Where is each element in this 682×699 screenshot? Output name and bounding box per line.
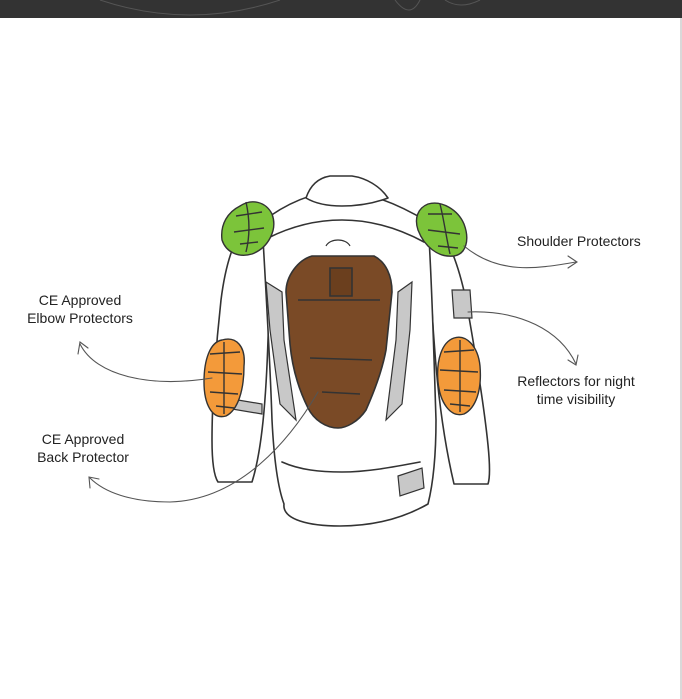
- label-shoulder-text: Shoulder Protectors: [517, 233, 641, 249]
- arrow-shoulder-head: [567, 255, 578, 269]
- jacket-hem: [281, 461, 421, 473]
- label-back-line2: Back Protector: [37, 449, 129, 465]
- label-elbow-line1: CE Approved: [38, 292, 122, 308]
- label-reflector-line2: time visibility: [536, 391, 616, 407]
- arrow-elbow-head: [77, 341, 89, 355]
- top-header-bar: [0, 0, 682, 18]
- reflector-right-stripe: [451, 289, 473, 319]
- label-elbow-protectors: CE Approved Elbow Protectors: [24, 291, 136, 327]
- page-edge: [680, 18, 682, 699]
- arrow-shoulder: [463, 245, 577, 269]
- jacket-yoke: [267, 219, 425, 243]
- shoulder-protector-left: [221, 201, 275, 256]
- arrow-elbow: [79, 343, 213, 382]
- label-elbow-line2: Elbow Protectors: [27, 310, 133, 326]
- arrow-reflector-head: [567, 354, 579, 366]
- label-reflector-line1: Reflectors for night: [517, 373, 635, 389]
- elbow-protector-left: [203, 338, 245, 418]
- jacket-collar: [305, 175, 389, 207]
- shoulder-protector-right: [415, 202, 468, 257]
- reflector-hem-tab: [397, 467, 425, 497]
- label-shoulder-protectors: Shoulder Protectors: [517, 232, 641, 250]
- arrow-back-head: [88, 476, 100, 489]
- top-bar-decoration: [99, 0, 481, 16]
- back-protector: [285, 239, 393, 429]
- reflector-left-panel: [265, 280, 297, 422]
- label-back-protector: CE Approved Back Protector: [30, 430, 136, 466]
- elbow-protector-right: [436, 336, 482, 416]
- reflector-right-panel: [385, 280, 413, 422]
- label-back-line1: CE Approved: [41, 431, 125, 447]
- label-reflectors: Reflectors for night time visibility: [512, 372, 640, 408]
- arrow-reflector: [467, 311, 577, 365]
- arrow-back: [89, 391, 319, 503]
